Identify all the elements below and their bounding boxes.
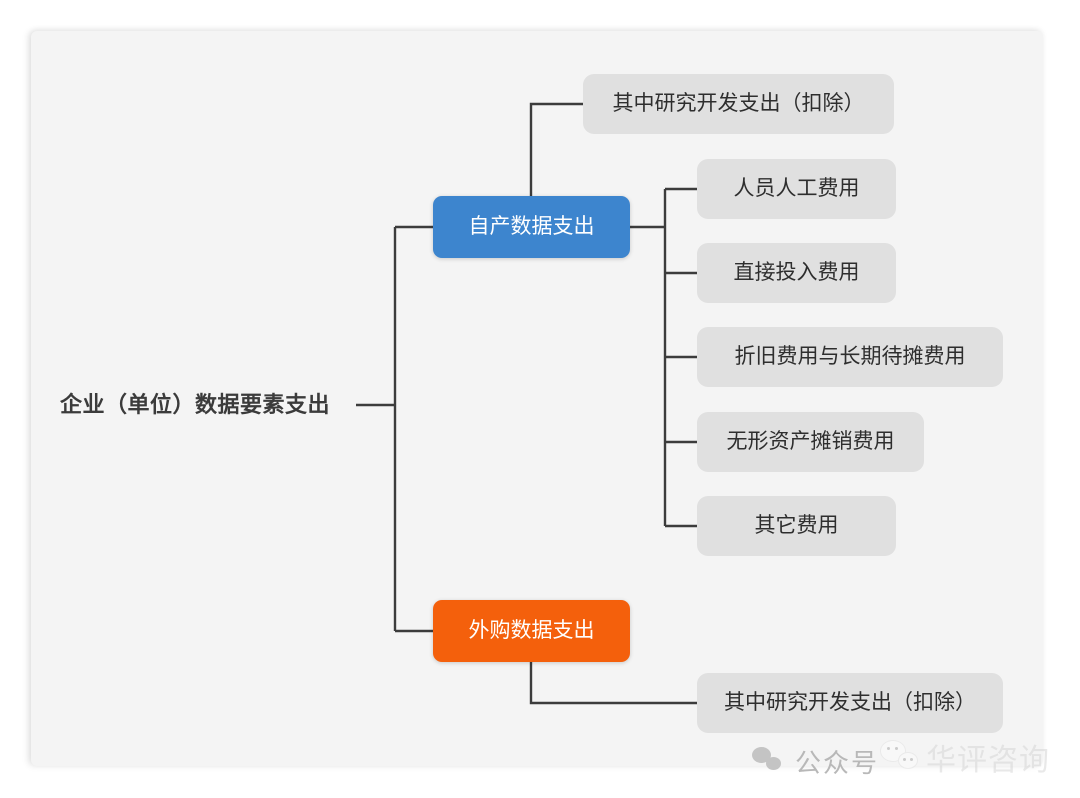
node-leaf-personnel-labor-cost[interactable]: 人员人工费用 (697, 159, 896, 219)
node-branch-self-produced-data-expense[interactable]: 自产数据支出 (433, 196, 630, 258)
node-leaf-direct-input-cost[interactable]: 直接投入费用 (697, 243, 896, 303)
node-leaf-rd-expense-deduction-top[interactable]: 其中研究开发支出（扣除） (583, 74, 894, 134)
node-branch-purchased-data-expense[interactable]: 外购数据支出 (433, 600, 630, 662)
node-root[interactable]: 企业（单位）数据要素支出 (60, 391, 331, 417)
node-leaf-depreciation-and-long-term-deferred-cost[interactable]: 折旧费用与长期待摊费用 (697, 327, 1003, 387)
node-leaf-intangible-asset-amortization-cost[interactable]: 无形资产摊销费用 (697, 412, 924, 472)
node-leaf-rd-expense-deduction-bottom[interactable]: 其中研究开发支出（扣除） (697, 673, 1003, 733)
node-leaf-other-cost[interactable]: 其它费用 (697, 496, 896, 556)
